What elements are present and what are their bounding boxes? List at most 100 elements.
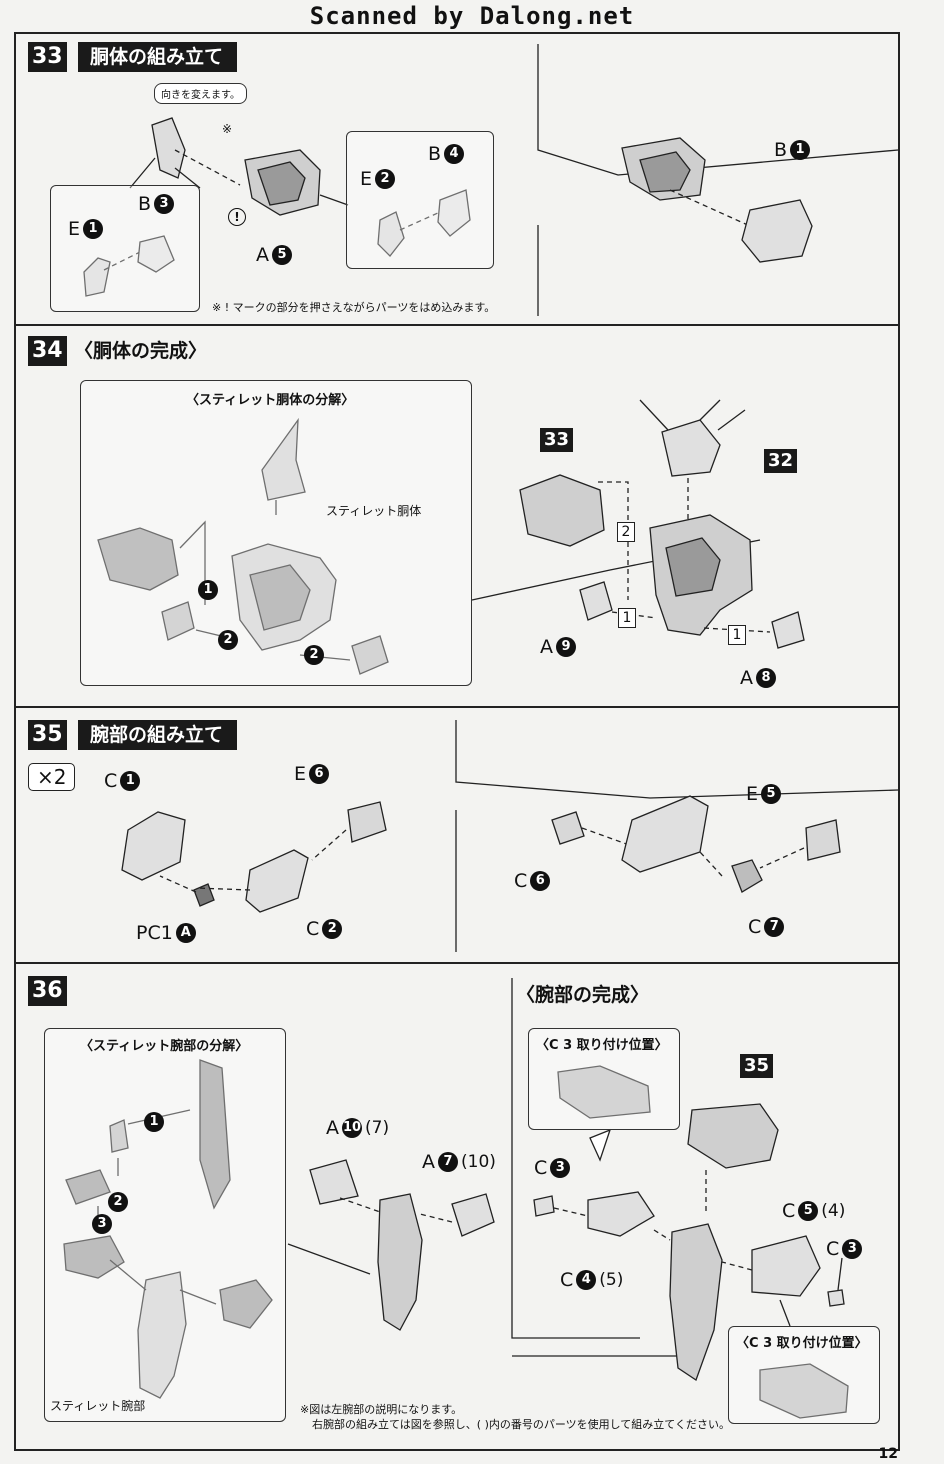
step-34-title: 〈胴体の完成〉 — [74, 340, 208, 362]
part-PC1A — [193, 883, 215, 907]
part-B3 — [137, 235, 175, 273]
seq-box-1a: 1 — [618, 607, 636, 628]
c3-position-box-top — [528, 1028, 680, 1130]
ref-step-32-badge: 32 — [764, 449, 798, 473]
arm-note-line2: 右腕部の組み立ては図を参照し、( )内の番号のパーツを使用して組み立てください。 — [312, 1418, 730, 1431]
part-head-stiletto — [261, 417, 306, 501]
part-shoulder-small — [151, 117, 186, 179]
step33-note: ※ ! マークの部分を押さえながらパーツをはめ込みます。 — [212, 301, 496, 314]
part-chest-armor — [97, 527, 179, 591]
ref-step-33-badge: 33 — [540, 428, 574, 452]
part-hip-left — [161, 601, 195, 641]
part-arm-complete — [669, 1223, 723, 1382]
ref-step-35-badge: 35 — [740, 1054, 774, 1078]
step33-subbox-mid — [346, 131, 494, 269]
part-A8 — [771, 611, 805, 649]
c3-position-title-top: 〈C 3 取り付け位置〉 — [536, 1038, 668, 1053]
step-36-number: 36 — [28, 976, 67, 1006]
part-A9 — [579, 581, 613, 621]
part-forearm-armor — [219, 1279, 273, 1329]
divider-35-36 — [14, 962, 900, 964]
seq-circle-2b: 2 — [304, 645, 324, 665]
seq-circle-36-2: 2 — [108, 1192, 128, 1212]
part-c3-position-top — [557, 1065, 651, 1119]
step36-split-line — [511, 978, 640, 1339]
part-arm-shell — [621, 795, 709, 873]
page-frame — [14, 32, 900, 1451]
part-ref32-head — [661, 419, 721, 477]
part-A10 — [309, 1159, 359, 1205]
c3-position-title-bottom: 〈C 3 取り付け位置〉 — [736, 1336, 868, 1351]
seq-box-1b: 1 — [728, 624, 746, 645]
asterisk-mark: ※ — [222, 122, 233, 136]
part-small-joint — [109, 1119, 129, 1153]
divider-33-34 — [14, 324, 900, 326]
part-C3-left — [533, 1195, 555, 1217]
multiplier-x2: ×2 — [28, 763, 76, 791]
part-ref33-chest — [519, 474, 605, 547]
seq-circle-36-3: 3 — [92, 1214, 112, 1234]
part-B1 — [741, 199, 813, 263]
stiletto-torso-breakdown-box — [80, 380, 472, 686]
part-C3-right — [827, 1289, 845, 1307]
part-C1 — [121, 811, 186, 881]
step33-split-line — [537, 44, 899, 176]
part-ref35-arm — [687, 1103, 779, 1169]
part-B4 — [437, 189, 471, 237]
part-E1 — [83, 257, 111, 297]
step-33-title: 胴体の組み立て — [78, 42, 238, 72]
stiletto-torso-label: スティレット胴体 — [326, 504, 422, 518]
part-C6 — [551, 811, 585, 845]
part-c3-position-bottom — [759, 1363, 849, 1419]
part-hip-right — [351, 635, 389, 675]
stiletto-arm-label: スティレット腕部 — [50, 1399, 146, 1413]
seq-circle-2a: 2 — [218, 630, 238, 650]
part-A7 — [451, 1193, 495, 1237]
divider-34-35 — [14, 706, 900, 708]
stiletto-torso-breakdown-title: 〈スティレット胴体の分解〉 — [186, 393, 355, 408]
part-stiletto-arm — [137, 1271, 187, 1399]
part-arm-upper — [377, 1193, 423, 1331]
part-E5 — [805, 819, 841, 861]
part-C2 — [245, 849, 309, 913]
part-E2 — [377, 211, 405, 257]
part-C7 — [731, 859, 763, 893]
seq-circle-1: 1 — [198, 580, 218, 600]
part-shoulder-block — [63, 1235, 125, 1279]
step-35-number: 35 — [28, 720, 67, 750]
part-C4 — [587, 1191, 655, 1237]
exclamation-icon: ! — [228, 206, 246, 226]
arm-complete-title: 〈腕部の完成〉 — [516, 984, 650, 1006]
rotate-hint-bubble: 向きを変えます。 — [154, 83, 247, 104]
arm-note-line1: ※図は左腕部の説明になります。 — [300, 1403, 463, 1416]
c3-position-box-bottom — [728, 1326, 880, 1424]
step-34-number: 34 — [28, 336, 67, 366]
seq-circle-36-1: 1 — [144, 1112, 164, 1132]
scan-watermark: Scanned by Dalong.net — [309, 2, 635, 30]
step33-subbox-left — [50, 185, 200, 312]
part-C5 — [751, 1235, 821, 1297]
step35-split-line — [455, 720, 899, 799]
part-stiletto-blade — [199, 1059, 231, 1210]
seq-box-2: 2 — [617, 521, 635, 542]
part-E6 — [347, 801, 387, 843]
